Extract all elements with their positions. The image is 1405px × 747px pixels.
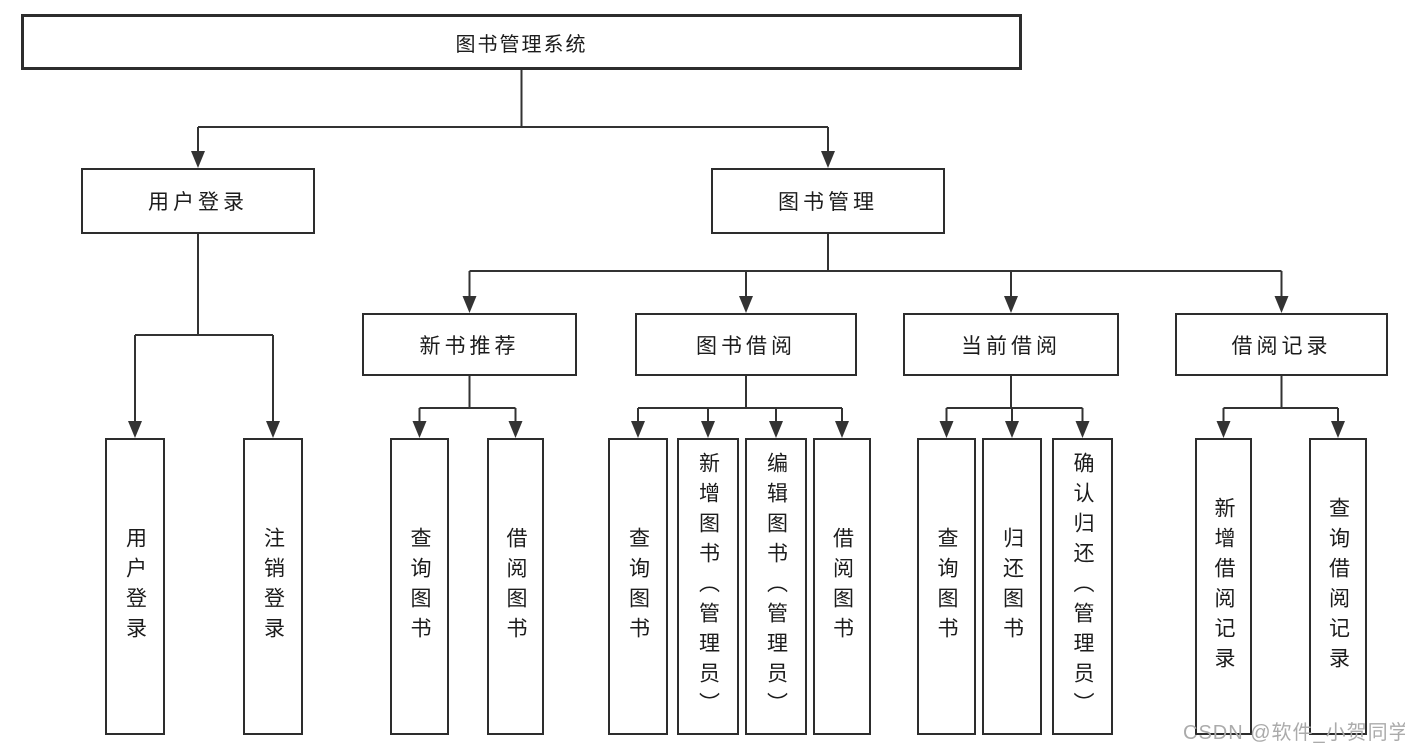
leaf-logout-label: 注销登录 [261,526,285,647]
leaf-query-books-recommend-label: 查询图书 [408,526,431,647]
leaf-return-books: 归还图书 [982,438,1042,735]
leaf-query-books-recommend: 查询图书 [390,438,449,735]
node-book-management: 图书管理 [711,168,945,234]
leaf-add-borrow-record-label: 新增借阅记录 [1212,496,1235,677]
leaf-user-login: 用户登录 [105,438,165,735]
leaf-query-books-current: 查询图书 [917,438,976,735]
leaf-logout: 注销登录 [243,438,303,735]
node-current-borrowing: 当前借阅 [903,313,1119,376]
node-new-book-recommend: 新书推荐 [362,313,577,376]
node-current-borrowing-label: 当前借阅 [961,334,1061,358]
leaf-query-books-borrowing: 查询图书 [608,438,668,735]
connector-root-to-level2 [191,70,835,168]
node-book-management-label: 图书管理 [778,191,878,214]
node-book-borrowing: 图书借阅 [635,313,857,376]
leaf-user-login-label: 用户登录 [123,526,147,647]
leaf-borrow-books-recommend-label: 借阅图书 [504,526,527,647]
connector-bookmgmt-to-level3 [462,234,1289,313]
node-borrowing-records-label: 借阅记录 [1231,334,1332,358]
connector-userlogin-to-leaves [128,234,280,438]
node-new-book-recommend-label: 新书推荐 [419,334,520,358]
connector-current-to-leaves [939,376,1090,438]
leaf-query-borrow-record-label: 查询借阅记录 [1326,496,1350,677]
connector-borrowing-to-leaves [631,376,849,438]
leaf-edit-books-admin-label: 编辑图书（管理员） [764,451,788,722]
leaf-confirm-return-admin: 确认归还（管理员） [1052,438,1113,735]
leaf-confirm-return-admin-label: 确认归还（管理员） [1071,451,1094,722]
csdn-watermark: CSDN @软件_小贺同学 [1183,722,1405,744]
leaf-borrow-books-borrowing-label: 借阅图书 [830,526,854,647]
leaf-query-books-borrowing-label: 查询图书 [626,526,650,647]
node-root: 图书管理系统 [21,14,1022,70]
leaf-add-books-admin-label: 新增图书（管理员） [696,451,720,722]
node-book-borrowing-label: 图书借阅 [696,334,796,358]
node-borrowing-records: 借阅记录 [1175,313,1388,376]
node-user-login-label: 用户登录 [148,191,248,214]
leaf-query-books-current-label: 查询图书 [935,526,958,647]
leaf-add-borrow-record: 新增借阅记录 [1195,438,1252,735]
leaf-query-borrow-record: 查询借阅记录 [1309,438,1367,735]
leaf-edit-books-admin: 编辑图书（管理员） [745,438,807,735]
leaf-add-books-admin: 新增图书（管理员） [677,438,739,735]
node-root-label: 图书管理系统 [455,33,588,56]
connector-records-to-leaves [1216,376,1345,438]
leaf-borrow-books-borrowing: 借阅图书 [813,438,871,735]
leaf-borrow-books-recommend: 借阅图书 [487,438,544,735]
node-user-login: 用户登录 [81,168,315,234]
leaf-return-books-label: 归还图书 [1000,526,1024,647]
connector-recommend-to-leaves [412,376,523,438]
